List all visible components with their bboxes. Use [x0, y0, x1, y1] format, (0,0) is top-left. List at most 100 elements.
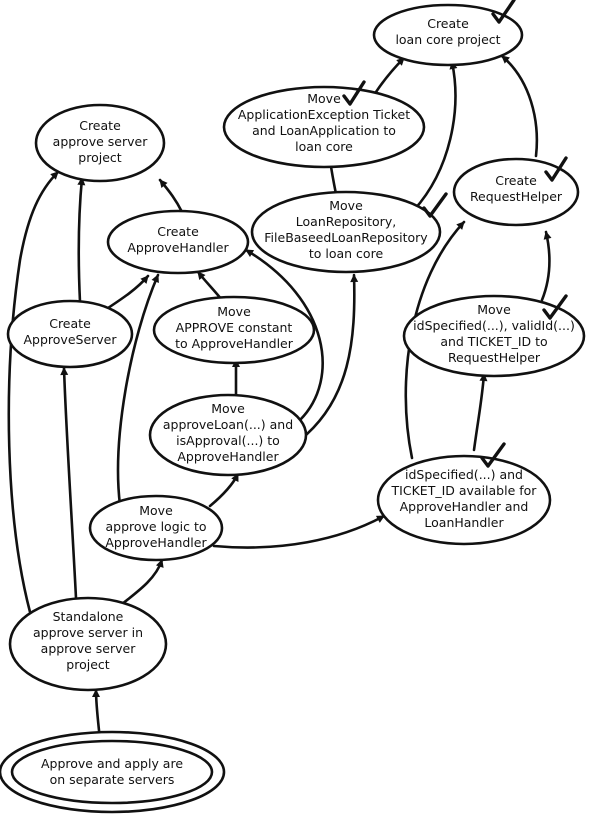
- check-icon: [491, 0, 516, 24]
- edge-n12-to-n11: [212, 514, 386, 549]
- node-create-request-helper: Create RequestHelper: [452, 156, 580, 227]
- svg-text:Move: Move: [217, 304, 251, 319]
- svg-text:project: project: [78, 150, 121, 165]
- svg-text:ApproveServer: ApproveServer: [23, 332, 117, 347]
- svg-text:ApplicationException Ticket: ApplicationException Ticket: [238, 107, 410, 122]
- check-icon: [480, 442, 506, 468]
- node-create-approve-server-project: Create approve server project: [34, 103, 166, 183]
- node-move-approve-loan: Move approveLoan(...) and isApproval(...…: [148, 393, 308, 477]
- node-text-line: Move: [307, 91, 341, 106]
- svg-text:Move: Move: [139, 503, 173, 518]
- node-text-line: APPROVE constant: [176, 320, 293, 335]
- svg-text:TICKET_ID available for: TICKET_ID available for: [391, 483, 538, 498]
- node-text-line: Move: [139, 503, 173, 518]
- svg-text:project: project: [66, 657, 109, 672]
- svg-text:Create: Create: [49, 316, 91, 331]
- edge-n10-to-n6: [244, 248, 324, 422]
- node-move-loan-repository: Move LoanRepository, FileBaseedLoanRepos…: [250, 190, 448, 274]
- svg-text:RequestHelper: RequestHelper: [448, 350, 541, 365]
- svg-text:ApproveHandler and: ApproveHandler and: [400, 499, 529, 514]
- edge-n5-to-n1: [412, 60, 458, 212]
- svg-text:Move: Move: [329, 198, 363, 213]
- node-text-line: Move: [477, 302, 511, 317]
- svg-text:approve logic to: approve logic to: [105, 519, 206, 534]
- edge-n2-to-n1: [374, 56, 406, 94]
- node-text-line: TICKET_ID available for: [391, 483, 538, 498]
- edge-n10-to-n5: [298, 273, 359, 442]
- svg-text:LoanRepository,: LoanRepository,: [296, 214, 396, 229]
- svg-text:Approve and apply are: Approve and apply are: [41, 756, 183, 771]
- svg-text:FileBaseedLoanRepository: FileBaseedLoanRepository: [264, 230, 428, 245]
- node-standalone-approve-server: Standalone approve server in approve ser…: [8, 596, 168, 692]
- node-text-line: ApplicationException Ticket: [238, 107, 410, 122]
- node-text-line: Create: [157, 224, 199, 239]
- svg-text:to loan core: to loan core: [309, 246, 384, 261]
- node-move-application-exception: Move ApplicationException Ticket and Loa…: [222, 80, 426, 169]
- node-text-line: Create: [495, 173, 537, 188]
- node-text-line: approve server: [53, 134, 149, 149]
- node-text-line: ApproveServer: [23, 332, 117, 347]
- node-text-line: ApproveHandler: [105, 535, 207, 550]
- node-text-line: FileBaseedLoanRepository: [264, 230, 428, 245]
- svg-text:ApproveHandler: ApproveHandler: [177, 449, 279, 464]
- edge-n13-to-n3: [7, 170, 60, 614]
- node-text-line: and LoanApplication to: [252, 123, 396, 138]
- node-text-line: on separate servers: [50, 772, 175, 787]
- svg-text:loan core project: loan core project: [395, 32, 500, 47]
- svg-text:and TICKET_ID to: and TICKET_ID to: [440, 334, 547, 349]
- svg-text:Create: Create: [79, 118, 121, 133]
- node-text-line: Move: [211, 401, 245, 416]
- check-icon: [342, 80, 366, 106]
- node-create-loan-core-project: Create loan core project: [372, 0, 524, 67]
- node-create-approve-handler: Create ApproveHandler: [106, 209, 250, 275]
- node-text-line: Create: [427, 16, 469, 31]
- node-create-approve-server: Create ApproveServer: [6, 299, 134, 369]
- edge-n12-to-n10: [208, 472, 240, 508]
- node-text-line: loan core project: [395, 32, 500, 47]
- svg-text:isApproval(...) to: isApproval(...) to: [176, 433, 280, 448]
- node-goal-separate-servers: Approve and apply are on separate server…: [0, 730, 226, 814]
- svg-text:ApproveHandler: ApproveHandler: [127, 240, 229, 255]
- node-text-line: LoanRepository,: [296, 214, 396, 229]
- node-text-line: idSpecified(...), validId(...): [413, 318, 575, 333]
- svg-text:idSpecified(...), validId(...): idSpecified(...), validId(...): [413, 318, 575, 333]
- node-text-line: Create: [79, 118, 121, 133]
- node-text-line: Move: [329, 198, 363, 213]
- node-text-line: project: [78, 150, 121, 165]
- node-text-line: and TICKET_ID to: [440, 334, 547, 349]
- svg-text:approve server: approve server: [41, 641, 137, 656]
- node-text-line: to ApproveHandler: [175, 336, 294, 351]
- node-text-line: ApproveHandler and: [400, 499, 529, 514]
- node-text-line: RequestHelper: [470, 189, 563, 204]
- svg-text:approve server: approve server: [53, 134, 149, 149]
- svg-text:Create: Create: [157, 224, 199, 239]
- node-text-line: approve server: [41, 641, 137, 656]
- svg-text:APPROVE constant: APPROVE constant: [176, 320, 293, 335]
- svg-text:on separate servers: on separate servers: [50, 772, 175, 787]
- svg-text:to ApproveHandler: to ApproveHandler: [175, 336, 294, 351]
- svg-text:idSpecified(...) and: idSpecified(...) and: [405, 467, 523, 482]
- node-text-line: LoanHandler: [424, 515, 504, 530]
- node-text-line: project: [66, 657, 109, 672]
- node-move-approve-constant: Move APPROVE constant to ApproveHandler: [152, 295, 316, 365]
- node-text-line: Standalone: [53, 609, 124, 624]
- node-text-line: approve logic to: [105, 519, 206, 534]
- node-text-line: idSpecified(...) and: [405, 467, 523, 482]
- node-text-line: Approve and apply are: [41, 756, 183, 771]
- edge-n12-to-n6: [116, 273, 160, 507]
- edge-n11-to-n9: [472, 372, 488, 452]
- edge-n4-to-n1: [500, 54, 539, 158]
- node-text-line: to loan core: [309, 246, 384, 261]
- check-icon: [542, 294, 568, 320]
- node-text-line: Create: [49, 316, 91, 331]
- node-id-specified-available: idSpecified(...) and TICKET_ID available…: [376, 442, 552, 546]
- node-text-line: ApproveHandler: [177, 449, 279, 464]
- edge-n9-to-n4: [540, 230, 552, 302]
- node-text-line: RequestHelper: [448, 350, 541, 365]
- svg-text:loan core: loan core: [295, 139, 353, 154]
- svg-text:RequestHelper: RequestHelper: [470, 189, 563, 204]
- node-text-line: Move: [217, 304, 251, 319]
- svg-text:approve server in: approve server in: [33, 625, 143, 640]
